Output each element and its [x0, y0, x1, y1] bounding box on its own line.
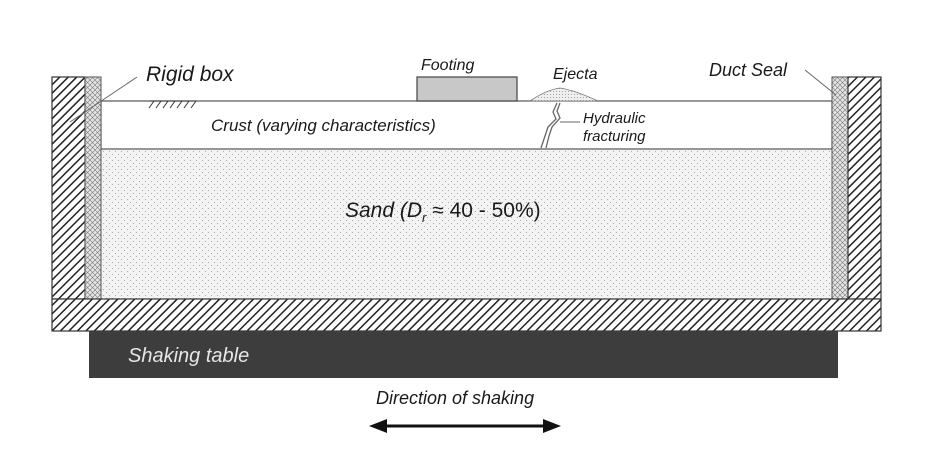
crust-layer [100, 100, 833, 150]
rigid-box-label: Rigid box [146, 63, 235, 86]
shaking-table [89, 331, 838, 378]
hydraulic-label-line1: Hydraulic [583, 110, 646, 127]
ground-surface-symbol [148, 100, 197, 109]
sand-layer [100, 148, 833, 300]
right-duct-seal [831, 76, 849, 300]
duct-seal-leader [804, 69, 837, 96]
right-rigid-wall [847, 76, 882, 300]
crust-label: Crust (varying characteristics) [211, 116, 436, 135]
rigid-box-leader [69, 76, 138, 123]
footing [416, 76, 518, 102]
ejecta-label: Ejecta [553, 66, 598, 83]
hydraulic-label-line2: fracturing [583, 128, 646, 145]
shaking-table-label: Shaking table [128, 345, 249, 367]
rigid-box-base [51, 298, 882, 332]
sand-label: Sand (Dr ≈ 40 - 50%) [345, 199, 541, 225]
hydraulic-fracture-lines [540, 102, 561, 149]
direction-double-arrow-icon [369, 419, 561, 433]
direction-label: Direction of shaking [376, 388, 534, 408]
ejecta-mound [528, 87, 599, 102]
footing-label: Footing [421, 57, 474, 74]
left-rigid-wall [51, 76, 86, 300]
duct-seal-label: Duct Seal [709, 60, 788, 80]
